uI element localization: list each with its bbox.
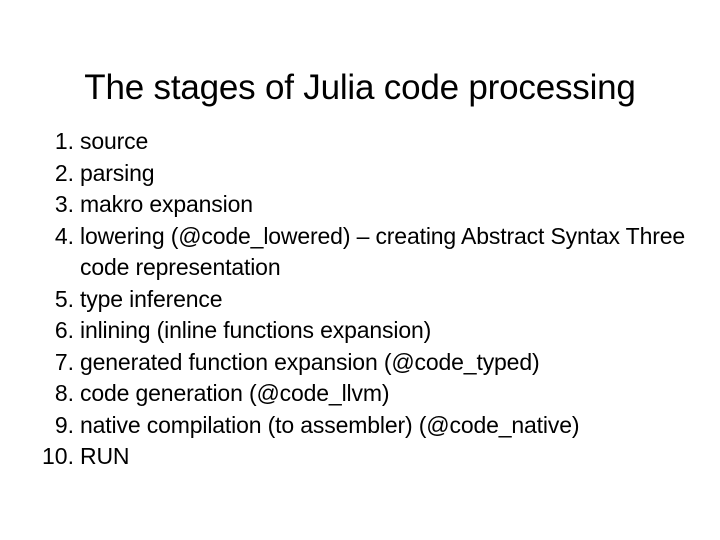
list-item-label: lowering (@code_lowered) – creating Abst… [80, 222, 686, 281]
list-item-number: 6. [54, 317, 74, 343]
list-item: 8. code generation (@code_llvm) [36, 378, 696, 410]
list-item-number: 1. [54, 128, 74, 154]
list-item: 1. source [36, 126, 696, 158]
list-item: 9. native compilation (to assembler) (@c… [36, 410, 696, 442]
list-item-number: 9. [54, 411, 74, 438]
list-item-label: code generation (@code_llvm) [80, 380, 390, 406]
list-item-label: generated function expansion (@code_type… [80, 348, 540, 375]
list-item: 10. RUN [36, 441, 696, 473]
list-item-number: 10. [42, 443, 74, 469]
list-item-number: 5. [54, 285, 74, 312]
list-item: 7. generated function expansion (@code_t… [36, 347, 696, 379]
list-item-number: 8. [54, 380, 74, 406]
list-item-label: inlining (inline functions expansion) [80, 317, 432, 343]
list-item-label: makro expansion [80, 191, 253, 217]
list-item: 6. inlining (inline functions expansion) [36, 315, 696, 347]
list-item: 5. type inference [36, 284, 696, 316]
list-item: 4. lowering (@code_lowered) – creating A… [36, 221, 696, 284]
list-item: 2. parsing [36, 158, 696, 190]
stage-list: 1. source 2. parsing 3. makro expansion … [36, 126, 696, 473]
list-item-label: native compilation (to assembler) (@code… [80, 411, 580, 438]
list-item-number: 2. [54, 159, 74, 186]
page-title: The stages of Julia code processing [84, 68, 636, 108]
list-item-label: source [80, 128, 149, 154]
list-item-number: 4. [54, 222, 74, 249]
list-item-number: 7. [54, 348, 74, 375]
list-item-label: type inference [80, 285, 223, 312]
list-item-label: RUN [80, 443, 130, 469]
list-item-number: 3. [54, 191, 74, 217]
list-item: 3. makro expansion [36, 189, 696, 221]
list-item-label: parsing [80, 159, 155, 186]
